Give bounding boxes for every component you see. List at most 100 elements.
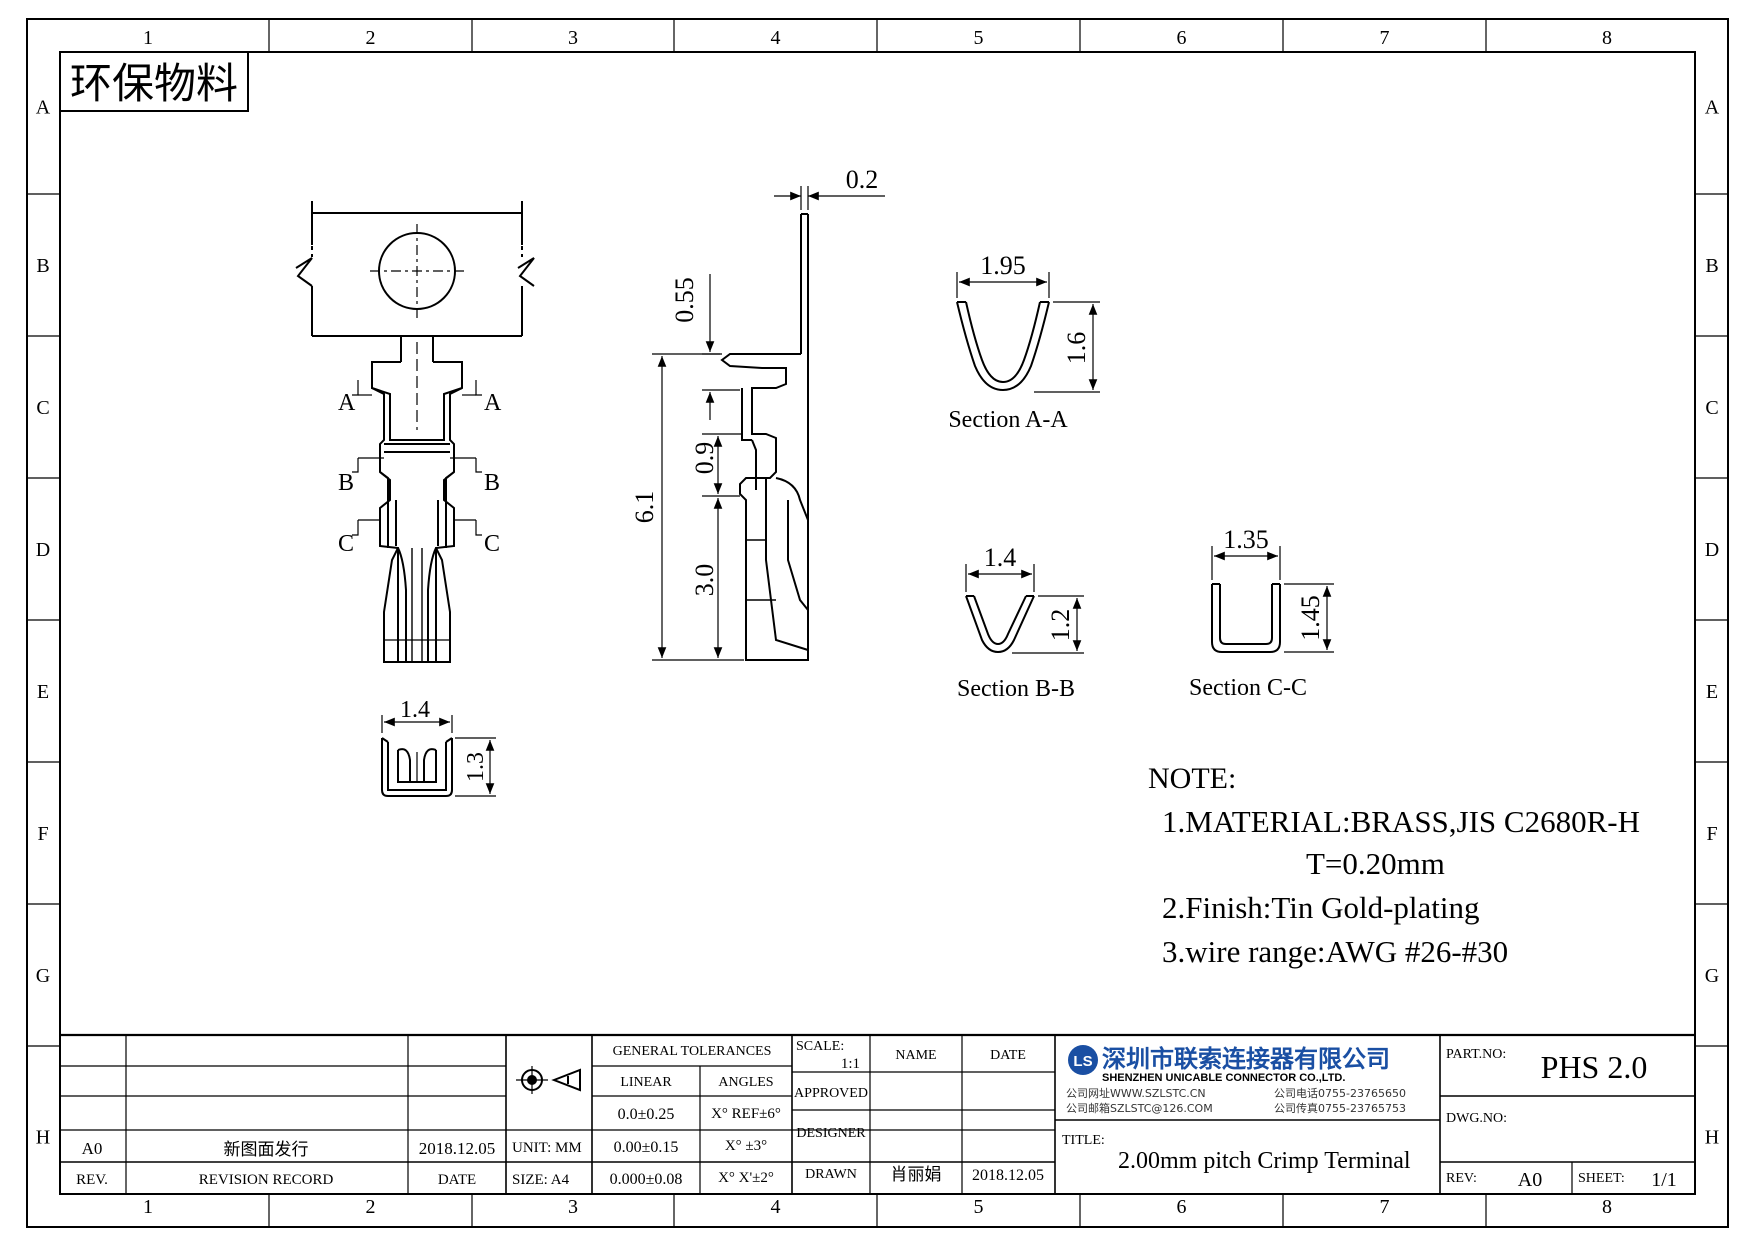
company-website: 公司网址WWW.SZLSTC.CN [1066, 1086, 1206, 1100]
frame-col-label-top-7: 7 [1380, 27, 1390, 49]
approved-label: APPROVED [794, 1086, 868, 1101]
company-phone: 公司电话0755-23765650 [1274, 1087, 1406, 1100]
note-material: 1.MATERIAL:BRASS,JIS C2680R-H [1162, 804, 1640, 839]
end-view [381, 737, 453, 797]
name-header: NAME [895, 1048, 936, 1063]
frame-col-label-top-3: 3 [568, 27, 578, 49]
note-thickness: T=0.20mm [1306, 846, 1445, 881]
frame-row-label-left-A: A [36, 97, 51, 119]
sheet-value: 1/1 [1651, 1169, 1677, 1191]
frame-row-label-left-B: B [36, 255, 49, 277]
dim-bb-height: 1.2 [1046, 609, 1075, 642]
part-no-label: PART.NO: [1446, 1047, 1506, 1062]
frame-col-label-bottom-1: 1 [143, 1196, 153, 1218]
title-block [60, 1033, 1695, 1194]
angle-tol-3: X° X'±2° [718, 1170, 774, 1186]
frame-col-label-bottom-3: 3 [568, 1196, 578, 1218]
designer-label: DESIGNER [796, 1126, 866, 1141]
frame-row-label-right-E: E [1706, 681, 1718, 703]
note-wire-range: 3.wire range:AWG #26-#30 [1162, 934, 1508, 969]
eco-material-label: 环保物料 [59, 51, 249, 112]
side-view-dims [652, 186, 885, 661]
section-aa-dims [956, 272, 1100, 393]
dim-cc-height: 1.45 [1296, 595, 1325, 641]
unit-label: UNIT: MM [512, 1140, 582, 1156]
frame-col-label-bottom-7: 7 [1380, 1196, 1390, 1218]
cut-label-c-left: C [338, 531, 354, 557]
scale-label: SCALE: [796, 1039, 844, 1054]
tolerances-header: GENERAL TOLERANCES [613, 1044, 772, 1059]
dim-end-height: 1.3 [463, 752, 489, 782]
frame-row-label-left-F: F [37, 823, 48, 845]
section-cc-label: Section C-C [1189, 675, 1307, 701]
revision-date-header: DATE [438, 1172, 476, 1188]
end-view-dims [381, 715, 496, 797]
drawn-date: 2018.12.05 [972, 1167, 1044, 1184]
rev-letter: A0 [1518, 1169, 1542, 1191]
date-header: DATE [990, 1048, 1026, 1063]
frame-row-label-right-D: D [1705, 539, 1719, 561]
dwg-no-label: DWG.NO: [1446, 1111, 1507, 1126]
frame-row-label-right-F: F [1706, 823, 1717, 845]
section-aa-drawing [956, 301, 1050, 392]
frame-col-label-top-4: 4 [771, 27, 781, 49]
linear-tol-3: 0.000±0.08 [610, 1171, 683, 1188]
frame-row-label-right-G: G [1705, 965, 1719, 987]
frame-col-label-top-5: 5 [974, 27, 984, 49]
section-cc-drawing [1211, 583, 1281, 653]
frame-row-label-left-D: D [36, 539, 50, 561]
section-cut-labels: A A B B C C [338, 390, 502, 557]
section-cc-dims [1211, 546, 1334, 653]
dim-cc-width: 1.35 [1223, 525, 1269, 554]
frame-row-label-left-G: G [36, 965, 50, 987]
cut-label-a-left: A [338, 390, 356, 416]
cut-label-b-left: B [338, 470, 354, 496]
frame-col-label-bottom-5: 5 [974, 1196, 984, 1218]
frame-col-label-bottom-8: 8 [1602, 1196, 1612, 1218]
drawing-title: 2.00mm pitch Crimp Terminal [1118, 1148, 1411, 1174]
frame-col-label-top-2: 2 [366, 27, 376, 49]
frame-col-label-top-6: 6 [1177, 27, 1187, 49]
frame-row-label-right-H: H [1705, 1127, 1719, 1149]
dim-09: 0.9 [690, 442, 719, 475]
frame-col-label-top-8: 8 [1602, 27, 1612, 49]
cut-label-c-right: C [484, 531, 500, 557]
sheet-label: SHEET: [1578, 1171, 1625, 1186]
side-view [720, 213, 809, 661]
note-finish: 2.Finish:Tin Gold-plating [1162, 890, 1480, 925]
section-aa-label: Section A-A [948, 407, 1068, 433]
dim-aa-height: 1.6 [1062, 332, 1091, 365]
dim-30: 3.0 [690, 564, 719, 597]
linear-tol-1: 0.0±0.25 [618, 1106, 675, 1123]
frame-col-label-bottom-4: 4 [771, 1196, 781, 1218]
size-label: SIZE: A4 [512, 1172, 570, 1188]
frame-row-label-right-B: B [1705, 255, 1718, 277]
rev-header: REV. [76, 1172, 108, 1188]
dim-055: 0.55 [670, 277, 699, 323]
linear-tol-2: 0.00±0.15 [614, 1139, 679, 1156]
dim-aa-width: 1.95 [980, 251, 1026, 280]
frame-col-label-bottom-2: 2 [366, 1196, 376, 1218]
company-email: 公司邮箱SZLSTC@126.COM [1066, 1101, 1213, 1115]
frame-col-label-bottom-6: 6 [1177, 1196, 1187, 1218]
dim-61: 6.1 [630, 491, 659, 524]
drawn-label: DRAWN [805, 1167, 857, 1182]
section-bb-drawing [965, 595, 1035, 654]
frame-row-label-left-H: H [36, 1127, 50, 1149]
dim-bb-width: 1.4 [984, 543, 1017, 572]
frame-row-label-right-C: C [1705, 397, 1718, 419]
linear-header: LINEAR [620, 1075, 672, 1090]
frame-row-label-right-A: A [1705, 97, 1720, 119]
projection-symbol-icon [516, 1066, 581, 1094]
drawing-frame [26, 18, 1729, 1228]
notes-block: NOTE: 1.MATERIAL:BRASS,JIS C2680R-H T=0.… [1148, 762, 1640, 969]
dim-end-width: 1.4 [400, 697, 430, 723]
angle-tol-1: X° REF±6° [711, 1106, 781, 1122]
eco-label-text: 环保物料 [70, 59, 238, 108]
cut-label-a-right: A [484, 390, 502, 416]
title-label: TITLE: [1062, 1133, 1105, 1148]
company-fax: 公司传真0755-23765753 [1274, 1101, 1406, 1115]
angles-header: ANGLES [718, 1075, 773, 1090]
